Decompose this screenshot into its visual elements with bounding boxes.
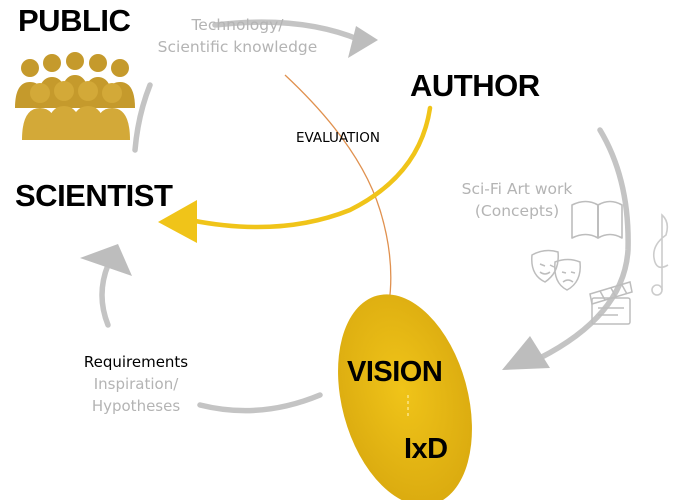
feedback-arrowhead	[158, 200, 197, 243]
arrowhead-to-vision	[502, 336, 550, 370]
technology-line-2: Scientific knowledge	[157, 38, 318, 56]
cycle-arrows	[99, 19, 631, 414]
requirements-block: Requirements Inspiration/ Hypotheses	[70, 351, 202, 417]
inspiration-line-1: Inspiration/	[93, 375, 179, 393]
scifi-artwork-label: Sci-Fi Art work (Concepts)	[447, 178, 587, 222]
evaluation-label: EVALUATION	[296, 130, 381, 146]
arc-vision-to-scientist	[197, 392, 323, 414]
music-note-icon	[651, 213, 669, 296]
arrowhead-to-author	[348, 26, 378, 58]
vision-label: VISION	[347, 356, 443, 388]
requirements-label: Requirements	[83, 353, 189, 371]
evaluation-line	[284, 74, 392, 331]
technology-line-1: Technology/	[191, 16, 284, 34]
arc-public-left	[132, 82, 153, 153]
arc-author-to-vision	[537, 127, 631, 361]
feedback-arrow	[187, 105, 433, 230]
people-group-icon	[15, 52, 135, 140]
inspiration-line-2: Hypotheses	[91, 397, 181, 415]
arc-public-to-author	[212, 19, 363, 43]
scientist-label: SCIENTIST	[15, 178, 173, 213]
author-label: AUTHOR	[410, 68, 540, 103]
theater-masks-icon	[531, 249, 581, 291]
ixd-label: IxD	[404, 433, 448, 465]
arc-requirements-up	[99, 262, 111, 328]
open-book-icon	[571, 200, 623, 239]
cycle-arrowheads	[80, 26, 550, 370]
clapperboard-icon	[589, 281, 633, 325]
technology-knowledge-label: Technology/ Scientific knowledge	[150, 14, 325, 58]
scifi-line-1: Sci-Fi Art work	[461, 180, 573, 198]
public-label: PUBLIC	[18, 3, 131, 38]
vision-ellipse	[338, 294, 472, 500]
arrowhead-to-scientist	[80, 244, 132, 276]
scifi-line-2: (Concepts)	[474, 202, 560, 220]
